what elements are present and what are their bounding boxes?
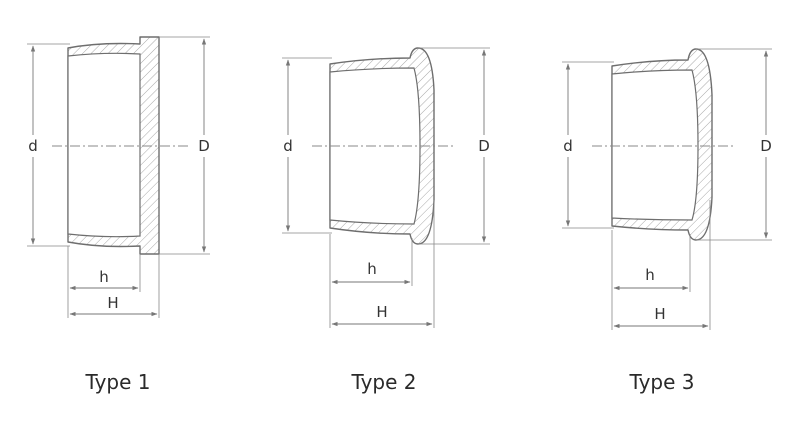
type-2-diagram: d D h H Type 2: [279, 47, 494, 394]
type-1-diagram: d D h H Type 1: [24, 36, 214, 394]
type-3-H-label: H: [654, 305, 665, 323]
type-3-diagram: d D h H Type 3: [559, 48, 776, 394]
type-3-D-label: D: [760, 137, 772, 155]
type-1-D-label: D: [198, 137, 210, 155]
type-1-caption: Type 1: [84, 370, 150, 394]
type-3-d-label: d: [563, 137, 573, 155]
type-3-cap-section: [611, 48, 713, 241]
type-2-H-label: H: [376, 303, 387, 321]
type-3-caption: Type 3: [628, 370, 694, 394]
type-2-caption: Type 2: [350, 370, 416, 394]
type-2-D-label: D: [478, 137, 490, 155]
type-1-H-label: H: [107, 294, 118, 312]
type-1-h-label: h: [99, 268, 109, 286]
type-2-d-label: d: [283, 137, 293, 155]
type-1-d-label: d: [28, 137, 38, 155]
type-2-cap-section: [329, 47, 435, 245]
type-2-h-label: h: [367, 260, 377, 278]
type-3-h-label: h: [645, 266, 655, 284]
type-1-cap-section: [67, 36, 160, 255]
